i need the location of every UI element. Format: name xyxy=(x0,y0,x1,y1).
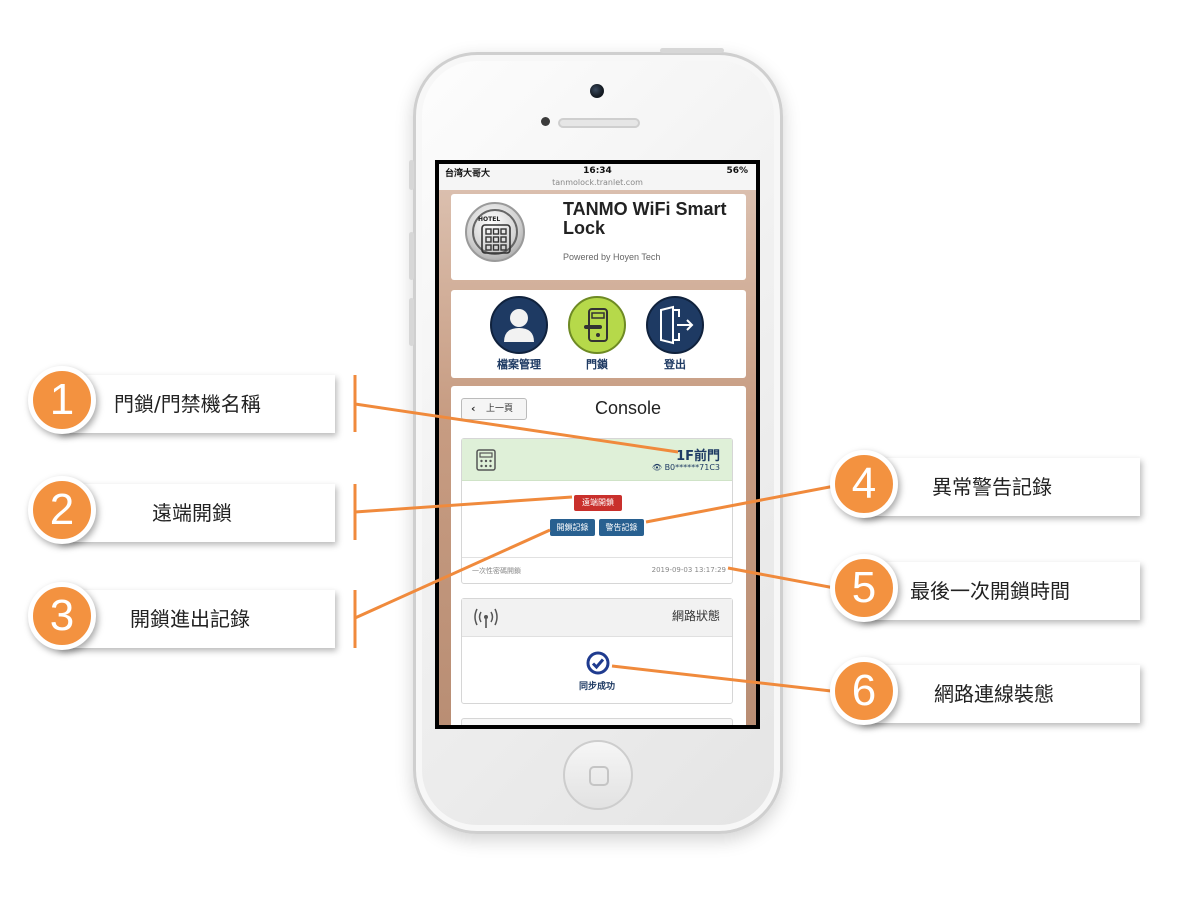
door-id-value: B0******71C3 xyxy=(664,463,720,472)
console-card: ‹ 上一頁 Console 1F前門 👁 B0******71C3 xyxy=(451,386,746,725)
callout-3-number: 3 xyxy=(28,582,96,650)
callout-2-number: 2 xyxy=(28,476,96,544)
user-icon xyxy=(490,296,548,354)
network-panel-header: 網路狀態 xyxy=(462,599,732,637)
nav-label-file-management: 檔案管理 xyxy=(497,358,541,371)
battery-level: 56% xyxy=(726,166,748,176)
next-panel xyxy=(461,718,733,725)
proximity-sensor xyxy=(541,117,550,126)
callout-4-number: 4 xyxy=(830,450,898,518)
nav-item-logout[interactable]: 登出 xyxy=(643,296,707,376)
hotel-logo-text: HOTEL xyxy=(478,216,501,223)
eye-icon: 👁 xyxy=(651,463,663,472)
callout-5-number: 5 xyxy=(830,554,898,622)
carrier-label: 台湾大哥大 xyxy=(445,169,491,179)
keypad-icon xyxy=(476,449,496,471)
door-id: 👁 B0******71C3 xyxy=(652,463,720,472)
sync-status-label: 同步成功 xyxy=(578,682,615,692)
phone-screen: 台湾大哥大 16:34 56% tanmolock.tranlet.com HO… xyxy=(435,160,760,729)
callout-5-label: 最後一次開鎖時間 xyxy=(910,579,1070,603)
earpiece-speaker xyxy=(558,118,640,128)
building-icon xyxy=(481,224,511,254)
door-name: 1F前門 xyxy=(676,449,720,464)
page-title: Console xyxy=(595,398,662,418)
callout-2: 遠端開鎖 xyxy=(58,484,335,542)
volume-down-button xyxy=(409,298,414,346)
status-bar: 台湾大哥大 16:34 56% tanmolock.tranlet.com xyxy=(439,164,756,190)
door-lock-icon xyxy=(568,296,626,354)
clock: 16:34 xyxy=(583,166,612,176)
app-subtitle: Powered by Hoyen Tech xyxy=(563,252,661,262)
callout-3: 開鎖進出記錄 xyxy=(58,590,335,648)
network-panel: 網路狀態 同步成功 xyxy=(461,598,733,704)
network-status-title: 網路狀態 xyxy=(671,609,720,623)
volume-up-button xyxy=(409,232,414,280)
nav-item-door-lock[interactable]: 門鎖 xyxy=(565,296,629,376)
app-title: TANMO WiFi Smart Lock xyxy=(563,199,727,238)
lock-panel-footer: 一次性密碼開鎖 2019-09-03 13:17:29 xyxy=(462,557,732,584)
callout-6-label: 網路連線裝態 xyxy=(934,682,1054,706)
main-nav: 檔案管理 門鎖 xyxy=(451,290,746,378)
chevron-left-icon: ‹ xyxy=(471,402,476,415)
lock-panel-header: 1F前門 👁 B0******71C3 xyxy=(462,439,732,481)
hotel-logo: HOTEL xyxy=(465,202,525,262)
wireless-signal-icon xyxy=(474,608,498,628)
last-unlock-method: 一次性密碼開鎖 xyxy=(472,567,521,575)
home-button[interactable] xyxy=(563,740,633,810)
nav-label-logout: 登出 xyxy=(664,358,686,371)
callout-1-label: 門鎖/門禁機名稱 xyxy=(114,392,261,416)
nav-label-door-lock: 門鎖 xyxy=(586,358,608,371)
callout-2-label: 遠端開鎖 xyxy=(152,501,232,525)
callout-3-label: 開鎖進出記錄 xyxy=(130,607,250,631)
last-unlock-time: 2019-09-03 13:17:29 xyxy=(651,566,726,574)
callout-4-label: 異常警告記錄 xyxy=(932,475,1052,499)
back-button-label: 上一頁 xyxy=(486,404,514,414)
front-camera xyxy=(590,84,604,98)
mute-switch xyxy=(409,160,414,190)
remote-unlock-button[interactable]: 遠端開鎖 xyxy=(574,495,622,511)
logout-icon xyxy=(646,296,704,354)
alert-log-button[interactable]: 警告記錄 xyxy=(599,519,644,536)
power-button xyxy=(660,48,724,53)
nav-item-file-management[interactable]: 檔案管理 xyxy=(487,296,551,376)
unlock-log-button[interactable]: 開鎖記錄 xyxy=(550,519,595,536)
callout-6-number: 6 xyxy=(830,657,898,725)
back-button[interactable]: ‹ 上一頁 xyxy=(461,398,527,420)
callout-5: 最後一次開鎖時間 xyxy=(860,562,1140,620)
callout-4: 異常警告記錄 xyxy=(860,458,1140,516)
check-circle-icon xyxy=(586,651,610,675)
address-bar-url[interactable]: tanmolock.tranlet.com xyxy=(552,178,643,187)
callout-6: 網路連線裝態 xyxy=(860,665,1140,723)
callout-1-number: 1 xyxy=(28,366,96,434)
app-header-card: HOTEL TANMO WiFi Smart Lock Powered by H… xyxy=(451,194,746,280)
lock-panel: 1F前門 👁 B0******71C3 遠端開鎖 開鎖記錄 警告記錄 一次性密碼… xyxy=(461,438,733,584)
callout-1: 門鎖/門禁機名稱 xyxy=(58,375,335,433)
